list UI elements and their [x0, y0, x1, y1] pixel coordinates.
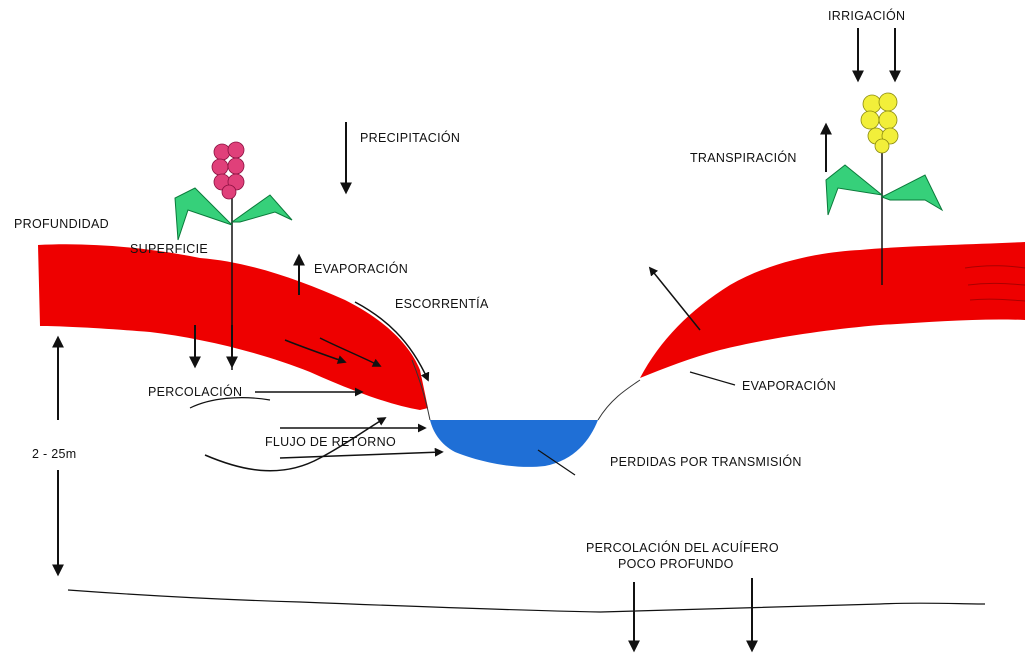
return-flow-arrow-2: [280, 452, 442, 458]
label-precipitation: PRECIPITACIÓN: [360, 130, 460, 145]
label-percolation: PERCOLACIÓN: [148, 384, 242, 399]
evaporation-right-pointer: [690, 372, 735, 385]
label-aquifer-line1: PERCOLACIÓN DEL ACUÍFERO: [586, 540, 779, 555]
label-aquifer-line2: POCO PROFUNDO: [618, 557, 734, 571]
right-soil-bank: [640, 242, 1025, 378]
label-transpiration: TRANSPIRACIÓN: [690, 150, 797, 165]
evaporation-right-arrow: [650, 268, 700, 330]
channel-outline: [412, 360, 640, 420]
right-flower: [861, 93, 898, 153]
percolation-curve: [190, 398, 270, 408]
label-evaporation-right: EVAPORACIÓN: [742, 378, 836, 393]
label-transmission-losses: PERDIDAS POR TRANSMISIÓN: [610, 454, 802, 469]
aquifer-base-line: [68, 590, 985, 612]
label-depth: PROFUNDIDAD: [14, 217, 109, 231]
label-evaporation-left: EVAPORACIÓN: [314, 261, 408, 276]
label-return-flow: FLUJO DE RETORNO: [265, 435, 396, 449]
left-flower: [212, 142, 244, 199]
label-surface: SUPERFICIE: [130, 242, 208, 256]
river-water: [430, 420, 598, 467]
label-depth-range: 2 - 25m: [32, 447, 76, 461]
label-runoff: ESCORRENTÍA: [395, 296, 489, 311]
label-irrigation: IRRIGACIÓN: [828, 8, 905, 23]
